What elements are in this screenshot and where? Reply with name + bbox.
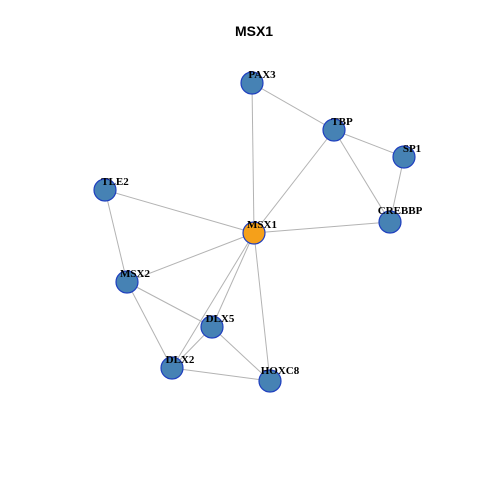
edge-msx1-tbp <box>253 129 335 234</box>
edge-msx1-dlx5 <box>211 232 255 328</box>
edge-msx1-tle2 <box>104 189 255 234</box>
edge-pax3-tbp <box>251 82 335 131</box>
node-msx2 <box>115 270 139 294</box>
edge-msx2-dlx5 <box>126 281 213 328</box>
edge-dlx2-hoxc8 <box>171 367 271 382</box>
node-dlx2 <box>160 356 184 380</box>
node-label-dlx5: DLX5 <box>206 313 235 325</box>
edge-msx1-pax3 <box>251 82 255 234</box>
node-label-sp1: SP1 <box>403 143 421 155</box>
node-pax3 <box>240 71 264 95</box>
node-msx1 <box>242 221 266 245</box>
edge-msx1-dlx2 <box>171 232 255 369</box>
node-label-dlx2: DLX2 <box>166 354 195 366</box>
edge-msx1-crebbp <box>253 221 391 234</box>
node-tle2 <box>93 178 117 202</box>
edge-tbp-crebbp <box>333 129 391 223</box>
node-label-tle2: TLE2 <box>101 176 129 188</box>
graph-title: MSX1 <box>235 23 273 39</box>
node-dlx5 <box>200 315 224 339</box>
edge-msx2-dlx2 <box>126 281 173 369</box>
edge-msx1-msx2 <box>126 232 255 283</box>
node-label-pax3: PAX3 <box>248 69 276 81</box>
node-label-crebbp: CREBBP <box>378 205 423 217</box>
node-crebbp <box>378 210 402 234</box>
node-hoxc8 <box>258 369 282 393</box>
edge-msx1-hoxc8 <box>253 232 271 382</box>
node-label-hoxc8: HOXC8 <box>261 365 300 377</box>
node-sp1 <box>392 145 416 169</box>
node-label-tbp: TBP <box>331 116 353 128</box>
edge-tle2-msx2 <box>104 189 128 283</box>
node-label-msx1: MSX1 <box>247 219 277 231</box>
node-label-msx2: MSX2 <box>120 268 150 280</box>
edge-tbp-sp1 <box>333 129 405 158</box>
edge-dlx5-hoxc8 <box>211 326 271 382</box>
node-tbp <box>322 118 346 142</box>
nodes-layer <box>93 71 416 393</box>
